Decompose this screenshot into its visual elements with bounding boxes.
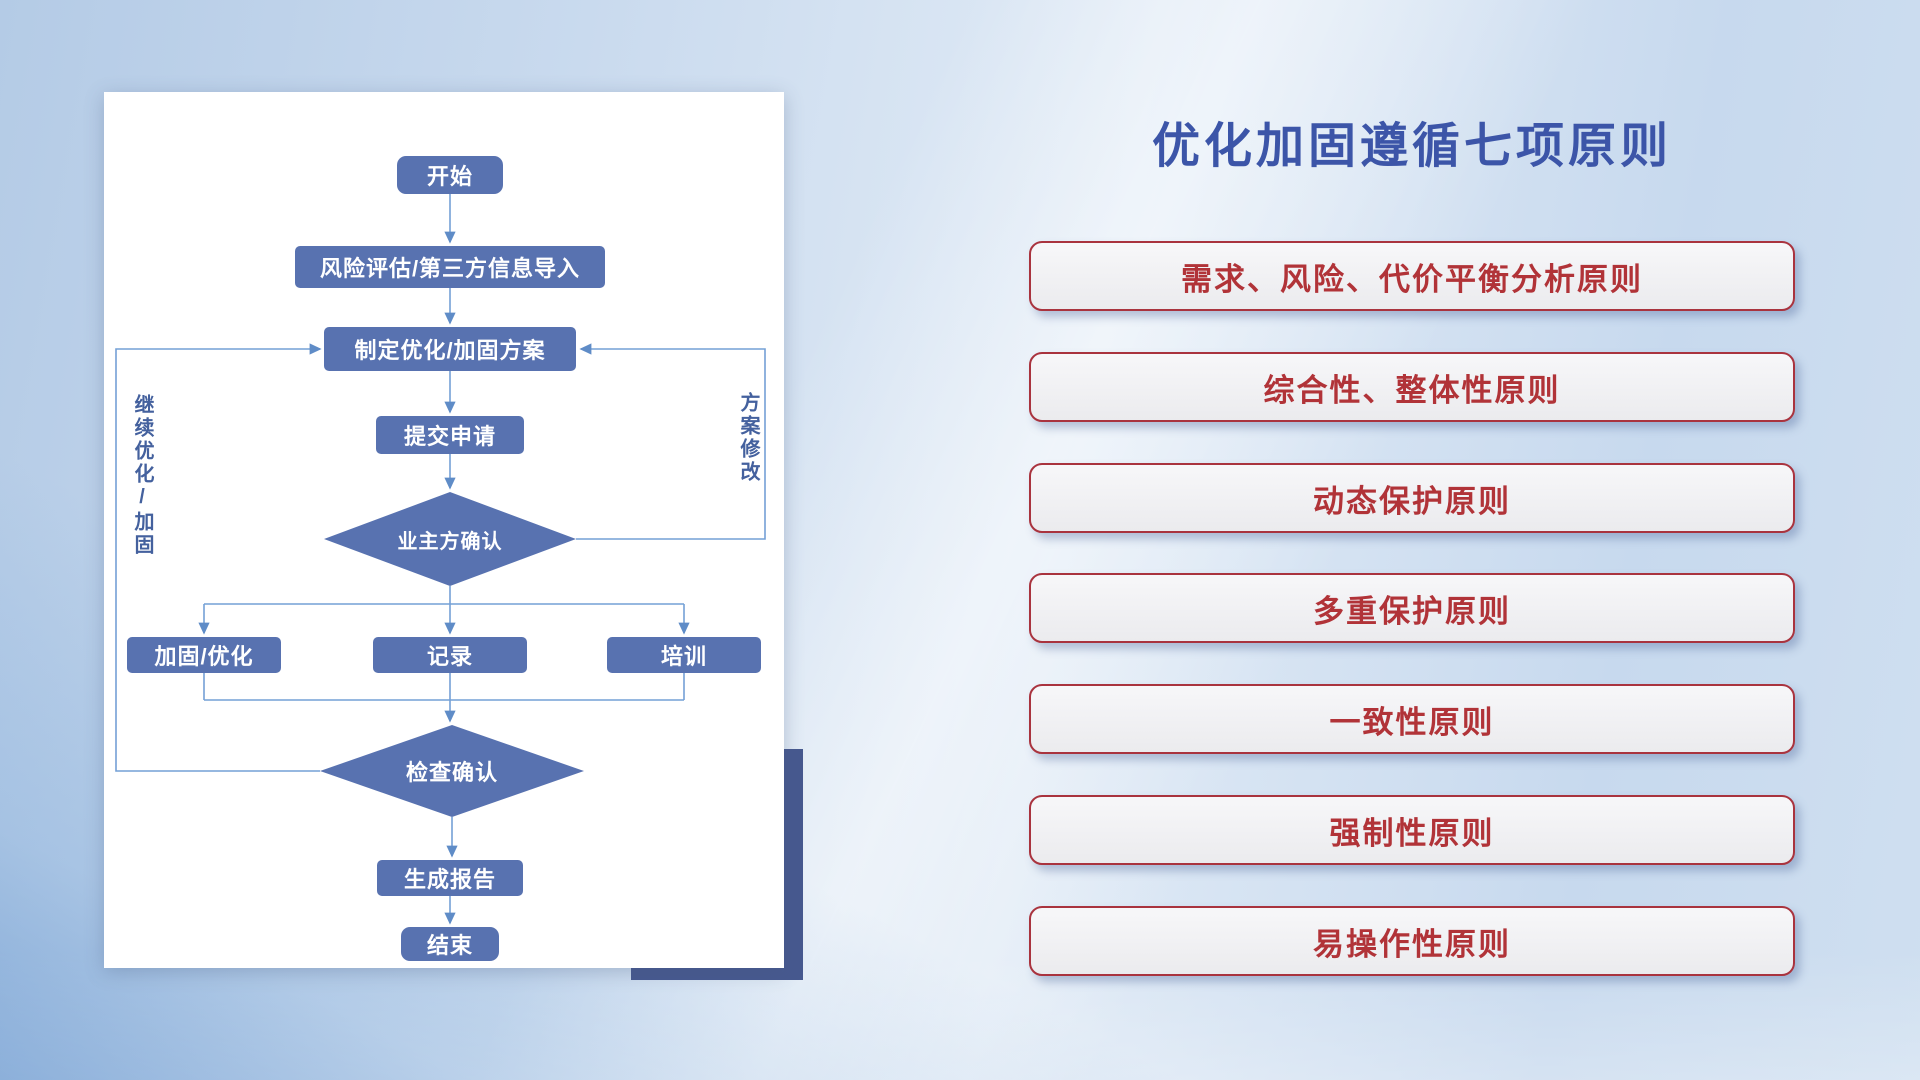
flow-node-risk-import: 风险评估/第三方信息导入 [295,246,605,288]
flow-node-generate-report: 生成报告 [377,860,523,896]
flow-connectors [115,194,766,925]
principle-label: 动态保护原则 [1313,483,1511,519]
principle-box-2: 综合性、整体性原则 [1029,352,1795,422]
principle-label: 一致性原则 [1329,704,1495,740]
page-title: 优化加固遵循七项原则 [1151,120,1672,173]
principle-box-4: 多重保护原则 [1029,573,1795,643]
principle-box-3: 动态保护原则 [1029,463,1795,533]
principle-label: 多重保护原则 [1313,593,1511,629]
principle-box-5: 一致性原则 [1029,684,1795,754]
principle-label: 易操作性原则 [1313,926,1511,962]
principle-box-6: 强制性原则 [1029,795,1795,865]
principle-box-1: 需求、风险、代价平衡分析原则 [1029,241,1795,311]
flow-node-harden-optimize: 加固/优化 [127,637,281,673]
flow-node-end: 结束 [401,927,499,961]
flow-node-make-plan: 制定优化/加固方案 [324,327,576,371]
principle-box-7: 易操作性原则 [1029,906,1795,976]
loop-continue-optimize [115,343,322,772]
loop-plan-revise [576,343,766,540]
principle-label: 需求、风险、代价平衡分析原则 [1181,261,1643,297]
flow-node-submit-request: 提交申请 [376,416,524,454]
flow-node-record: 记录 [373,637,527,673]
principle-label: 强制性原则 [1329,815,1495,851]
principle-label: 综合性、整体性原则 [1263,372,1561,408]
branch-line-bottom [203,673,685,701]
flowchart-panel: 开始 风险评估/第三方信息导入 制定优化/加固方案 提交申请 业主方确认 加固/… [104,92,784,968]
loop-label-continue-optimize: 继续优化/加固 [131,394,153,557]
loop-label-plan-revise: 方案修改 [737,392,759,484]
flow-node-training: 培训 [607,637,761,673]
flow-node-start: 开始 [397,156,503,194]
branch-line-top [204,586,684,605]
